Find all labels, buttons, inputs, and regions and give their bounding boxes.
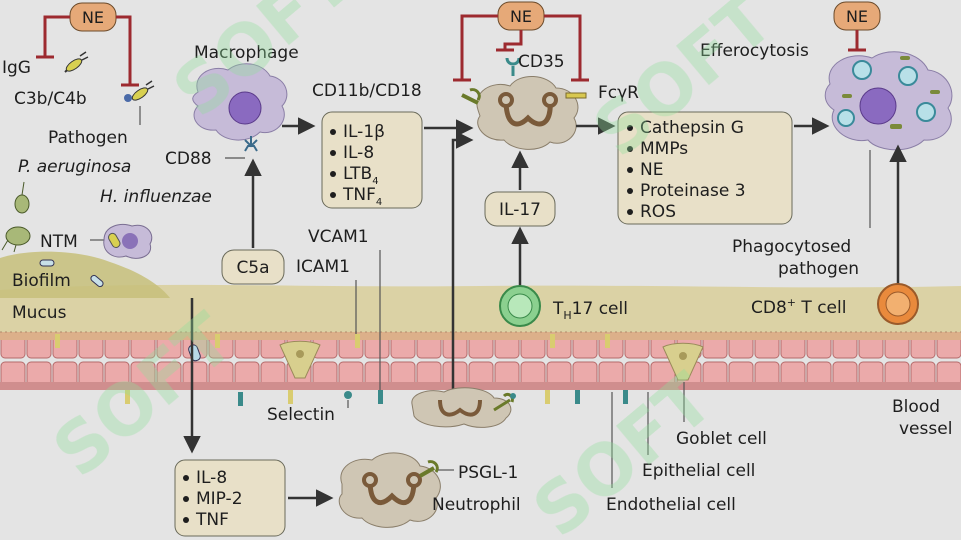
macrophage-cell bbox=[192, 63, 288, 141]
neutrophil-bottom bbox=[338, 452, 441, 528]
c5a-box: C5a bbox=[221, 249, 285, 285]
neutrophil-central bbox=[476, 76, 579, 150]
neutrophil-product-bullet bbox=[627, 146, 633, 152]
epithelial-cytokine-item: IL-8 bbox=[196, 468, 227, 488]
goblet-cell-label: Goblet cell bbox=[676, 429, 767, 449]
cd35-label: CD35 bbox=[518, 52, 565, 72]
cd11b-label: CD11b/CD18 bbox=[312, 81, 422, 101]
cd11b-receptor-icon bbox=[461, 88, 481, 105]
psgl1-receptor-icon bbox=[419, 460, 439, 478]
cd88-receptor-icon bbox=[244, 136, 258, 152]
neutrophil-product-item: NE bbox=[640, 160, 663, 180]
goblet-cell-left bbox=[279, 340, 321, 379]
neutrophil-product-item: Proteinase 3 bbox=[640, 181, 746, 201]
mucus-layer bbox=[0, 284, 961, 332]
macrophage-cytokine-item: LTB4 bbox=[343, 164, 379, 187]
blood-vessel-label-2: vessel bbox=[899, 419, 952, 439]
ne-label-middle: NE bbox=[510, 7, 532, 26]
p-aeruginosa-icon bbox=[14, 181, 30, 214]
goblet-cell-right bbox=[662, 342, 704, 381]
il17-label: IL-17 bbox=[499, 200, 541, 220]
neutrophil-vessel bbox=[411, 387, 516, 428]
neutrophil-product-bullet bbox=[627, 125, 633, 131]
macrophage-cytokine-item: IL-8 bbox=[343, 143, 374, 163]
macrophage-cytokine-bullet bbox=[330, 150, 336, 156]
ne-label-right: NE bbox=[846, 7, 868, 26]
il17-box: IL-17 bbox=[484, 191, 556, 227]
c3b-label: C3b/C4b bbox=[14, 89, 87, 109]
efferocytosis-macrophage bbox=[824, 51, 953, 151]
ne-inhibitor-left: NE bbox=[36, 2, 139, 87]
ne-inhibitor-right: NE bbox=[833, 1, 881, 52]
cd35-receptor-icon bbox=[505, 57, 521, 76]
endothelial-cell-label: Endothelial cell bbox=[606, 495, 736, 515]
vcam1-label: VCAM1 bbox=[308, 227, 369, 247]
th17-cell bbox=[499, 285, 541, 327]
selectin-icon bbox=[344, 391, 352, 399]
blood-vessel-label-1: Blood bbox=[892, 397, 940, 417]
macrophage-cytokine-bullet bbox=[330, 192, 336, 198]
macrophage-cytokine-item: TNF4 bbox=[342, 185, 382, 208]
pathogen-label: Pathogen bbox=[48, 128, 128, 148]
h-influenzae-label: H. influenzae bbox=[100, 187, 212, 207]
epithelium-layer bbox=[0, 332, 961, 390]
epithelial-cytokine-item: TNF bbox=[195, 510, 229, 530]
ntm-label: NTM bbox=[40, 232, 78, 252]
neutrophil-label: Neutrophil bbox=[432, 495, 521, 515]
icam1-label: ICAM1 bbox=[296, 257, 350, 277]
neutrophil-product-item: ROS bbox=[640, 202, 676, 222]
epithelial-cytokine-bullet bbox=[183, 517, 189, 523]
efferocytosis-label: Efferocytosis bbox=[700, 41, 809, 61]
psgl1-label: PSGL-1 bbox=[458, 463, 518, 483]
biofilm-label: Biofilm bbox=[12, 271, 71, 291]
ne-label-left: NE bbox=[82, 8, 104, 27]
macrophage-cytokine-bullet bbox=[330, 171, 336, 177]
neutrophil-product-item: Cathepsin G bbox=[640, 118, 744, 138]
adhesion-pegs bbox=[55, 334, 628, 406]
neutrophil-product-bullet bbox=[627, 167, 633, 173]
neutrophil-product-item: MMPs bbox=[640, 139, 688, 159]
igg-label: IgG bbox=[2, 58, 31, 78]
cd8-t-cell bbox=[877, 283, 919, 325]
phagocytosed-label: Phagocytosed bbox=[732, 237, 851, 257]
infected-macrophage-small bbox=[103, 224, 153, 259]
c5a-label: C5a bbox=[236, 258, 269, 278]
fcgr-label: FcγR bbox=[598, 83, 639, 103]
ne-inhibitor-middle: NE bbox=[453, 1, 589, 82]
cd8-label: CD8+ T cell bbox=[751, 296, 846, 318]
pathogen-label-right: pathogen bbox=[778, 259, 859, 279]
selectin-label: Selectin bbox=[267, 405, 335, 425]
epithelial-cytokine-item: MIP-2 bbox=[196, 489, 243, 509]
igg-pathogen-icon bbox=[64, 51, 89, 73]
biofilm-bacteria bbox=[39, 259, 104, 288]
macrophage-label: Macrophage bbox=[194, 43, 299, 63]
neutrophil-product-bullet bbox=[627, 209, 633, 215]
neutrophil-product-bullet bbox=[627, 188, 633, 194]
p-aeruginosa-label: P. aeruginosa bbox=[18, 157, 131, 177]
mucus-label: Mucus bbox=[12, 303, 67, 323]
c3b-pathogen-icon bbox=[124, 80, 155, 102]
cd88-label: CD88 bbox=[165, 149, 212, 169]
epithelial-cytokine-bullet bbox=[183, 496, 189, 502]
fcgr-receptor-icon bbox=[565, 92, 587, 99]
bacterium-cluster-icon bbox=[1, 226, 31, 253]
epithelial-cytokine-bullet bbox=[183, 475, 189, 481]
macrophage-cytokine-bullet bbox=[330, 129, 336, 135]
epithelial-cell-label: Epithelial cell bbox=[642, 461, 755, 481]
th17-label: TH17 cell bbox=[552, 299, 628, 322]
macrophage-cytokine-item: IL-1β bbox=[343, 122, 385, 142]
